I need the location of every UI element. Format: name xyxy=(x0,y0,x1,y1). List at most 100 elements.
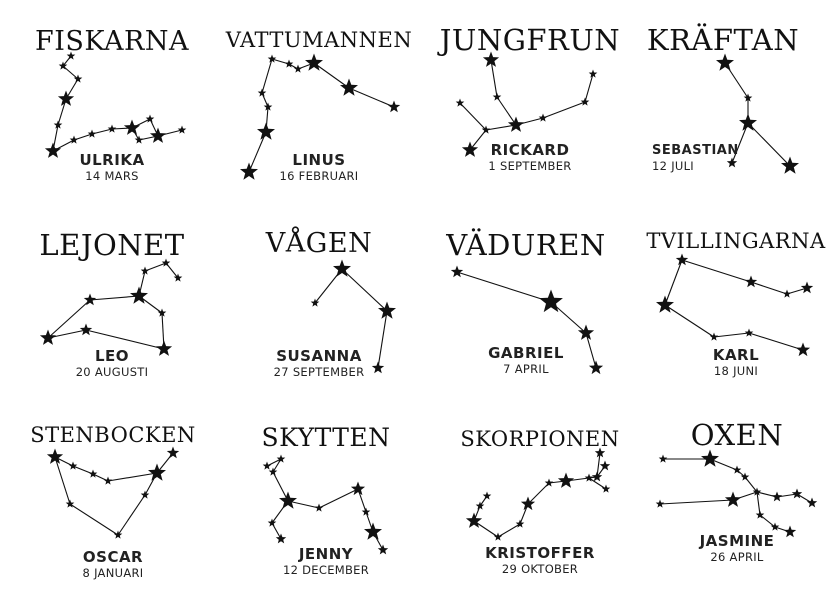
star-icon xyxy=(263,102,273,111)
star-icon xyxy=(482,51,500,67)
person-name: JASMINE xyxy=(699,532,775,550)
star-icon xyxy=(276,454,286,463)
star-icon xyxy=(378,301,396,319)
constellation-link xyxy=(585,332,597,369)
star-icon xyxy=(520,496,536,511)
star-icon xyxy=(732,465,742,474)
constellation-12 xyxy=(655,449,818,538)
star-icon xyxy=(66,51,76,60)
star-icon xyxy=(53,120,63,129)
constellation-6 xyxy=(310,259,396,374)
star-icon xyxy=(465,512,483,528)
star-icon xyxy=(275,533,287,544)
constellation-7 xyxy=(450,265,604,375)
constellation-link xyxy=(747,122,791,167)
person-name: KRISTOFFER xyxy=(485,544,595,562)
star-icon xyxy=(140,266,150,275)
star-icon xyxy=(591,471,603,482)
birth-date: 12 DECEMBER xyxy=(282,563,370,577)
constellation-link xyxy=(69,503,119,536)
constellation-link xyxy=(377,310,388,369)
star-icon xyxy=(257,122,275,140)
constellation-link xyxy=(588,477,607,490)
constellation-link xyxy=(248,131,267,173)
sign-title: SKORPIONEN xyxy=(460,427,620,451)
constellation-link xyxy=(681,259,752,283)
star-icon xyxy=(475,501,485,510)
constellation-link xyxy=(496,96,517,126)
star-icon xyxy=(361,507,371,516)
star-icon xyxy=(310,298,320,307)
constellation-3 xyxy=(455,51,598,157)
star-icon xyxy=(724,491,742,507)
constellation-link xyxy=(756,491,761,516)
star-icon xyxy=(267,518,277,527)
star-icon xyxy=(65,499,75,508)
sign-title: LEJONET xyxy=(39,228,185,262)
star-icon xyxy=(584,473,594,482)
constellation-4 xyxy=(716,53,799,174)
star-icon xyxy=(752,487,762,496)
birth-date: 27 SEPTEMBER xyxy=(273,365,365,379)
star-icon xyxy=(800,281,814,294)
constellation-link xyxy=(759,514,776,528)
star-icon xyxy=(515,519,525,528)
star-icon xyxy=(739,113,757,131)
star-icon xyxy=(123,119,141,135)
star-icon xyxy=(268,467,278,476)
star-icon xyxy=(134,135,144,144)
star-icon xyxy=(771,491,783,502)
constellation-link xyxy=(659,499,734,505)
constellation-2 xyxy=(240,53,401,180)
constellation-link xyxy=(62,65,79,80)
constellation-1 xyxy=(44,51,187,158)
star-icon xyxy=(755,510,765,519)
constellation-link xyxy=(527,482,550,505)
sign-title: TVILLINGARNA xyxy=(646,229,826,253)
star-icon xyxy=(371,361,385,374)
person-name: SEBASTIAN xyxy=(652,143,739,158)
star-icon xyxy=(149,127,167,143)
birth-date: 16 FEBRUARI xyxy=(279,169,359,183)
constellation-link xyxy=(709,458,738,471)
star-icon xyxy=(599,460,611,471)
star-icon xyxy=(806,497,818,508)
star-icon xyxy=(588,69,598,78)
birth-date: 20 AUGUSTI xyxy=(75,365,149,379)
star-icon xyxy=(782,289,792,298)
sign-title: KRÄFTAN xyxy=(646,23,800,57)
star-icon xyxy=(177,125,187,134)
birth-date: 8 JANUARI xyxy=(82,566,144,580)
star-icon xyxy=(73,74,83,83)
star-icon xyxy=(744,275,758,288)
star-icon xyxy=(113,530,123,539)
star-icon xyxy=(726,157,738,168)
star-icon xyxy=(770,522,780,531)
star-icon xyxy=(781,156,799,174)
person-name: RICKARD xyxy=(490,141,570,159)
sign-title: JUNGFRUN xyxy=(439,23,621,57)
sign-title: VÄDUREN xyxy=(446,228,606,262)
star-icon xyxy=(594,447,606,458)
constellation-link xyxy=(85,329,165,350)
star-icon xyxy=(791,488,803,499)
person-name: SUSANNA xyxy=(276,347,362,365)
star-icon xyxy=(58,61,68,70)
person-name: JENNY xyxy=(298,545,354,563)
star-icon xyxy=(461,141,479,157)
star-icon xyxy=(39,329,57,345)
constellation-link xyxy=(469,129,487,151)
star-icon xyxy=(157,308,167,317)
star-icon xyxy=(173,273,183,282)
star-icon xyxy=(68,461,78,470)
star-icon xyxy=(588,360,604,375)
constellation-link xyxy=(272,471,289,502)
star-icon xyxy=(656,295,674,313)
sign-title: SKYTTEN xyxy=(261,423,391,452)
birth-date: 18 JUNI xyxy=(713,364,759,378)
star-icon xyxy=(69,135,79,144)
constellation-link xyxy=(47,299,91,339)
constellation-link xyxy=(731,122,749,164)
star-icon xyxy=(377,544,389,555)
star-icon xyxy=(79,323,93,336)
